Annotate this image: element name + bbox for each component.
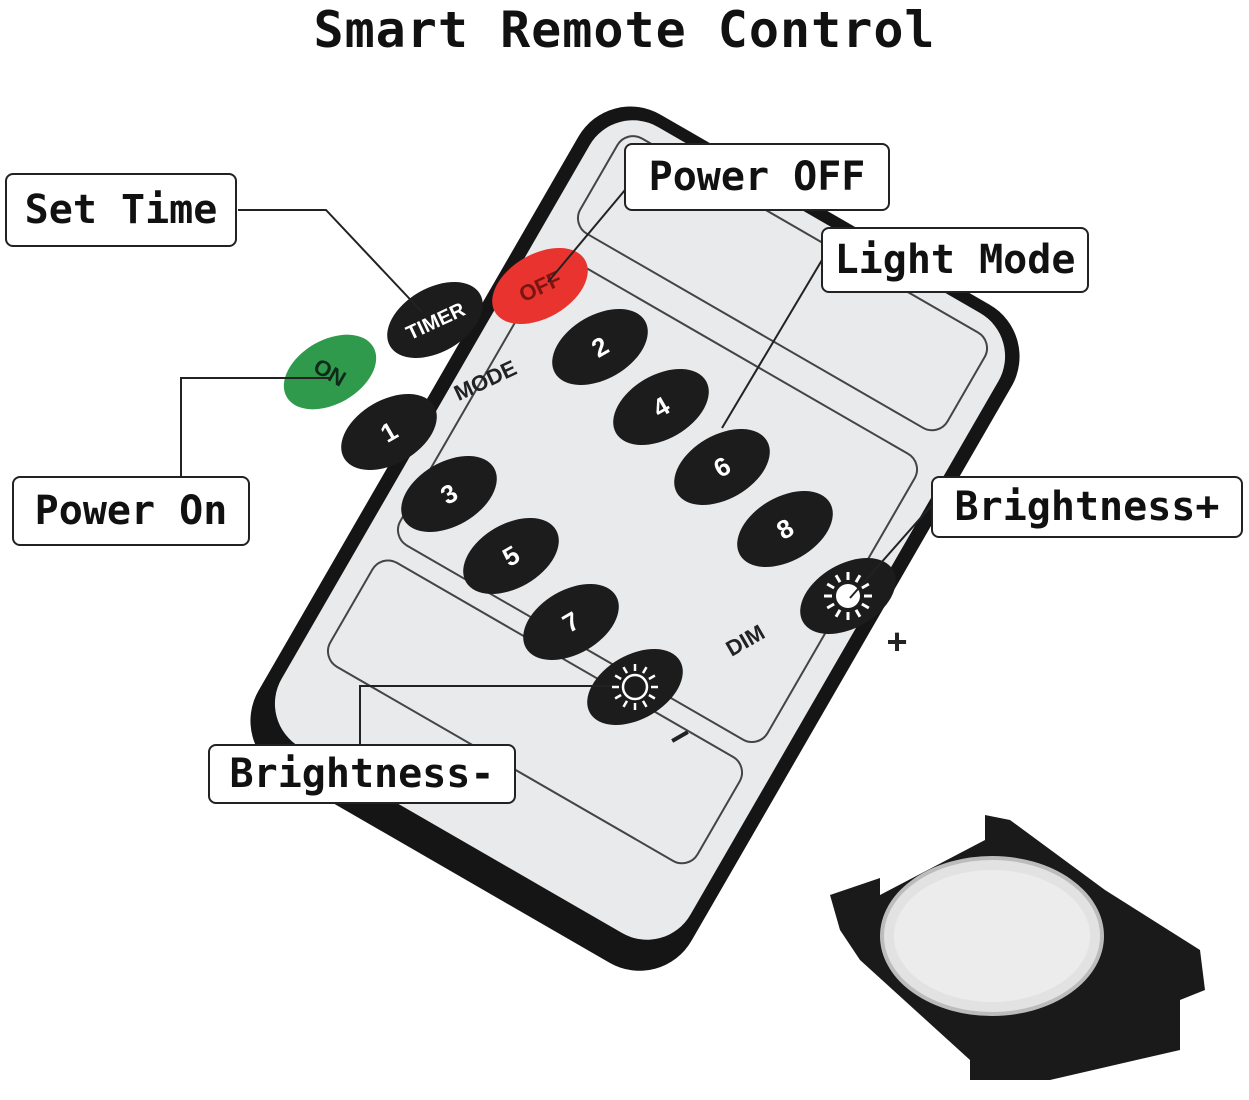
callout-power-off: Power OFF bbox=[624, 143, 890, 211]
page-title: Smart Remote Control bbox=[313, 1, 936, 59]
sun-icon bbox=[824, 572, 872, 620]
mode-button-5[interactable]: 5 bbox=[450, 502, 572, 609]
callout-power-on: Power On bbox=[12, 476, 250, 546]
brightness-plus-button[interactable] bbox=[787, 542, 909, 649]
plus-label: + bbox=[886, 621, 907, 662]
battery-tray bbox=[830, 815, 1205, 1080]
power-group-outline bbox=[576, 135, 989, 432]
brightness-minus-button[interactable] bbox=[574, 633, 696, 740]
mode-button-7[interactable]: 7 bbox=[510, 568, 632, 675]
mode-button-1[interactable]: 1 bbox=[328, 378, 450, 485]
light-mode-leader bbox=[721, 259, 823, 429]
mode-button-2[interactable]: 2 bbox=[539, 293, 661, 400]
power-on-leader bbox=[180, 377, 330, 476]
mode-button-4[interactable]: 4 bbox=[600, 353, 722, 460]
callout-brightness-plus: Brightness+ bbox=[931, 476, 1243, 538]
callout-set-time: Set Time bbox=[5, 173, 237, 247]
off-button[interactable]: OFF bbox=[479, 232, 601, 339]
remote-body bbox=[250, 106, 1020, 971]
power-off-leader bbox=[547, 189, 626, 283]
leader-lines bbox=[180, 189, 933, 745]
callout-brightness-minus: Brightness- bbox=[208, 744, 516, 804]
mode-button-8[interactable]: 8 bbox=[724, 475, 846, 582]
callout-light-mode: Light Mode bbox=[821, 227, 1089, 293]
sun-outline-icon bbox=[612, 664, 658, 710]
brightness-plus-leader bbox=[849, 504, 933, 599]
mode-button-6[interactable]: 6 bbox=[661, 413, 783, 520]
set-time-leader bbox=[238, 209, 423, 313]
on-button[interactable]: ON bbox=[271, 319, 390, 424]
brightness-minus-leader bbox=[359, 685, 612, 745]
mode-button-3[interactable]: 3 bbox=[388, 440, 510, 547]
